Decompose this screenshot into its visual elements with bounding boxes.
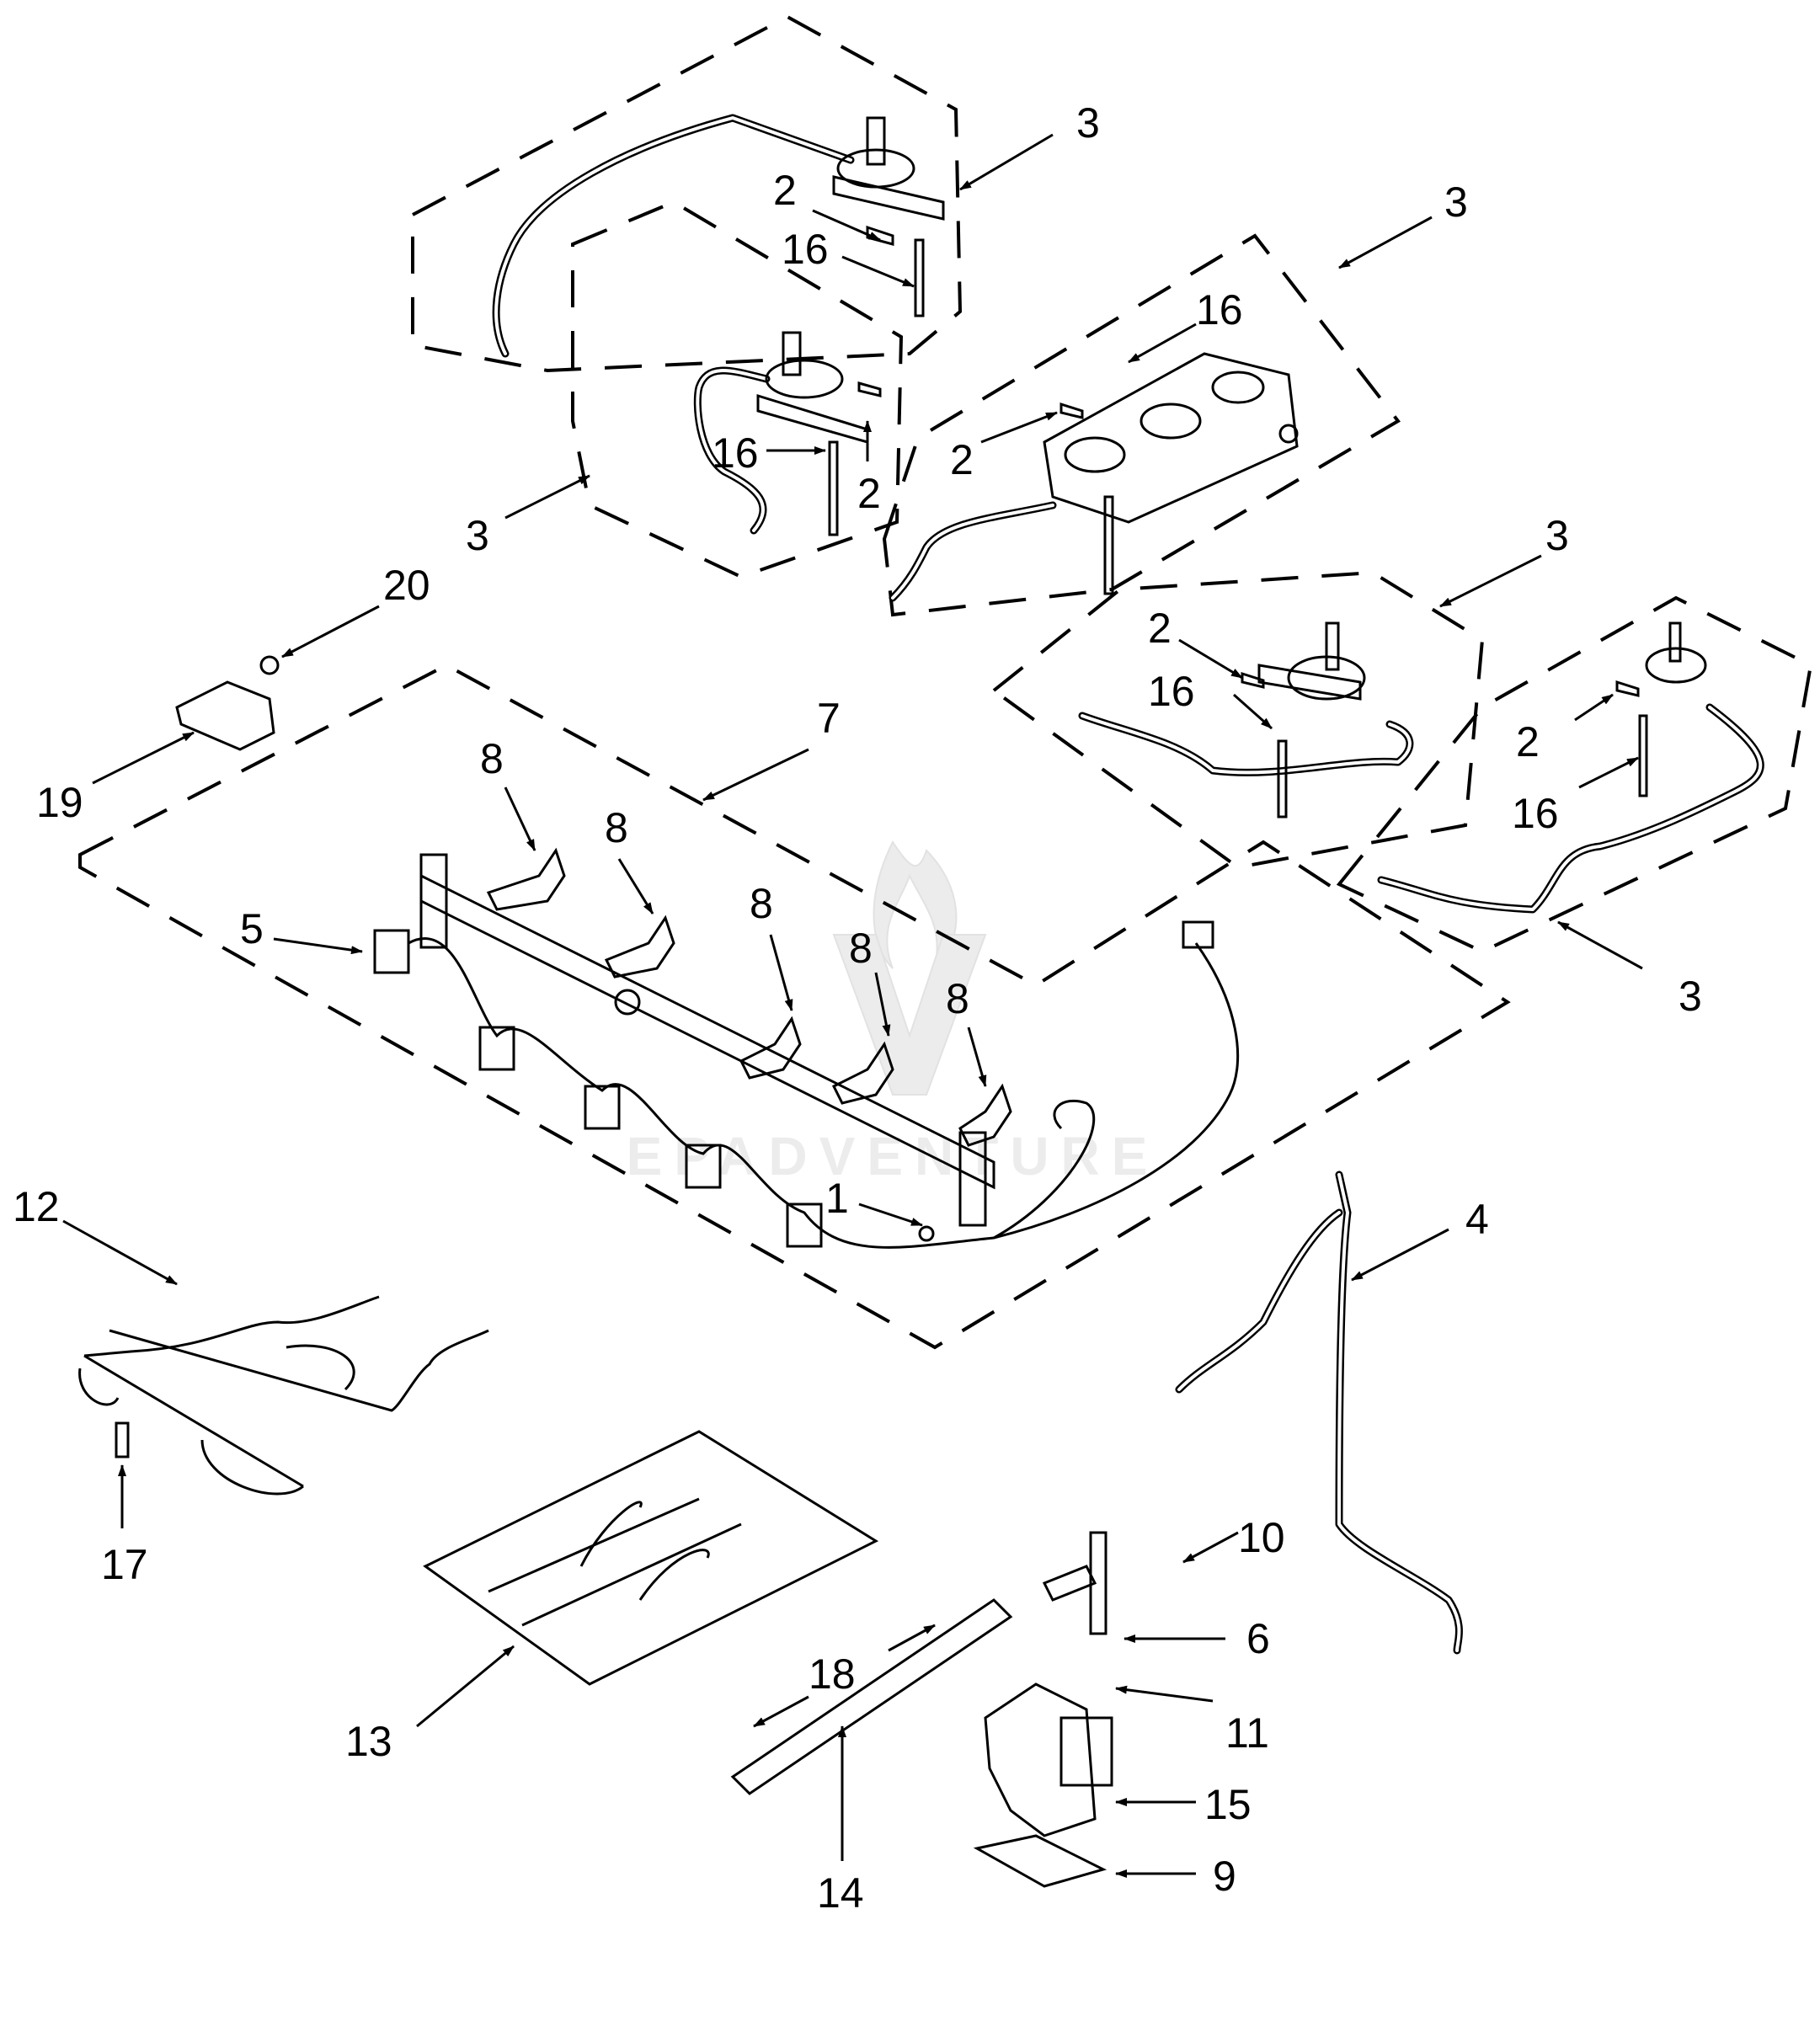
watermark: EPADVENTURE (627, 840, 1160, 1186)
callout-10: 10 (1238, 1514, 1285, 1561)
burner-tube-center (889, 501, 1057, 602)
callout-2: 2 (1516, 718, 1540, 765)
switch-5e (786, 1202, 823, 1248)
electrode-top-left (914, 238, 925, 317)
screw-20 (259, 655, 280, 675)
valve-8e (958, 1083, 1012, 1147)
callout-3: 3 (466, 512, 489, 559)
clip-left (857, 381, 882, 397)
bake-element (78, 1295, 489, 1496)
callout-3: 3 (1679, 973, 1702, 1020)
clip-center (1059, 402, 1084, 419)
callout-8: 8 (849, 925, 873, 972)
callout-2: 2 (950, 436, 974, 483)
outline-burner-far-right (1336, 595, 1813, 954)
igniter-6 (1042, 1565, 1097, 1602)
electrode-far-right (1638, 714, 1648, 797)
screw-1 (918, 1225, 935, 1242)
bottom-plate (423, 1430, 879, 1686)
callout-16: 16 (712, 429, 759, 477)
callout-9: 9 (1213, 1853, 1236, 1900)
outline-burner-top-left (411, 14, 963, 373)
switch-harness (408, 936, 1240, 1249)
safety-valve (984, 1682, 1097, 1837)
dual-burner-body (1043, 352, 1299, 524)
oven-burner-tube (730, 1598, 1013, 1795)
callout-3: 3 (1076, 99, 1100, 147)
valve-8c (739, 1016, 802, 1080)
callout-8: 8 (480, 735, 504, 782)
callout-16: 16 (782, 226, 829, 273)
burner-valve-far-right (1645, 647, 1707, 684)
callout-16: 16 (1148, 668, 1195, 715)
harness-connector (1182, 920, 1214, 949)
watermark-w-icon (832, 934, 987, 1096)
callout-16: 16 (1512, 790, 1559, 837)
callout-labels: 3 2 16 3 16 16 2 2 3 3 20 2 16 2 16 19 7… (13, 99, 1702, 1917)
callout-1: 1 (825, 1175, 849, 1222)
outline-burner-center (882, 233, 1401, 617)
leaders (62, 133, 1643, 1878)
callout-5: 5 (240, 905, 264, 952)
callout-17: 17 (101, 1541, 148, 1588)
bracket-6 (1089, 1531, 1107, 1635)
clip-far-right (1615, 680, 1640, 697)
electrode-center (1103, 495, 1114, 595)
outline-burner-right (990, 570, 1485, 870)
callout-2: 2 (773, 167, 797, 214)
callout-8: 8 (605, 804, 628, 851)
outline-burner-left (571, 200, 904, 579)
clip-right (1241, 671, 1265, 689)
valve-8d (831, 1041, 894, 1105)
switch-5c (584, 1085, 621, 1130)
callout-8: 8 (946, 975, 969, 1022)
callout-14: 14 (817, 1869, 864, 1917)
switch-5d (685, 1144, 722, 1189)
watermark-text: EPADVENTURE (627, 1126, 1160, 1186)
callout-20: 20 (383, 562, 430, 609)
valve-8b (604, 915, 675, 979)
callout-15: 15 (1204, 1781, 1252, 1828)
callout-4: 4 (1465, 1196, 1489, 1243)
electrode-right (1277, 739, 1288, 819)
burner-valve-left (765, 359, 844, 399)
callout-18: 18 (809, 1650, 856, 1698)
callout-16: 16 (1196, 286, 1243, 333)
callout-7: 7 (817, 695, 841, 742)
group-outlines (78, 14, 1813, 1350)
electrode-left (828, 440, 839, 536)
callout-8: 8 (750, 880, 773, 927)
callout-12: 12 (13, 1183, 60, 1230)
callout-11: 11 (1225, 1709, 1269, 1757)
callout-2: 2 (1148, 605, 1172, 652)
shield-9 (973, 1834, 1107, 1888)
switch-5a (373, 929, 410, 974)
callout-19: 19 (36, 779, 83, 826)
mounting-bracket (175, 680, 275, 751)
callout-6: 6 (1246, 1615, 1270, 1662)
callout-3: 3 (1444, 179, 1468, 226)
callout-3: 3 (1545, 512, 1569, 559)
bolt-17 (115, 1421, 130, 1458)
valve-8a (486, 847, 566, 911)
callout-13: 13 (345, 1718, 392, 1765)
parts (78, 114, 1764, 1888)
callout-2: 2 (857, 470, 881, 517)
switch-5b (478, 1026, 515, 1071)
